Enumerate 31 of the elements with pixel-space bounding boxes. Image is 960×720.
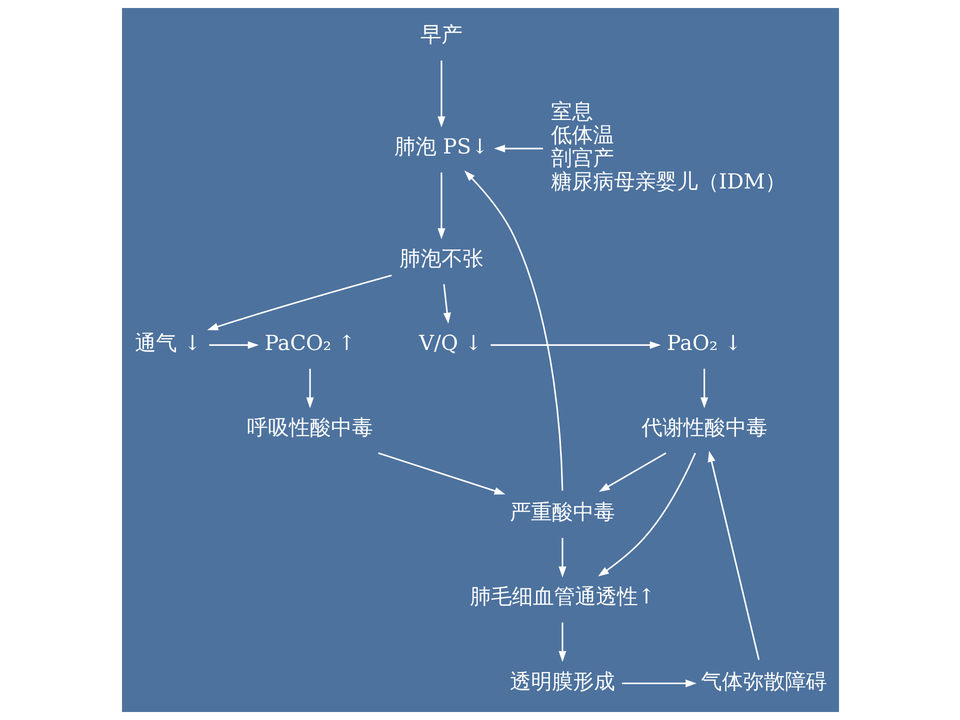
arrow: [208, 341, 258, 349]
arrow: [558, 622, 566, 662]
arrow: [707, 450, 760, 660]
node-text: 通气 ↓: [134, 330, 201, 355]
node-text: 室息 低体温 剖宫产 糖尿病母亲婴儿（IDM）: [550, 99, 786, 194]
node-text: 呼吸性酸中毒: [246, 416, 373, 440]
node-text: 气体弥散障碍: [700, 669, 827, 694]
arrow: [621, 680, 696, 688]
node-text: 严重酸中毒: [509, 500, 614, 524]
arrow: [558, 538, 566, 578]
node-text: 代谢性酸中毒: [640, 416, 767, 440]
arrow: [206, 274, 392, 330]
arrow: [598, 452, 666, 492]
node-text: 透明膜形成: [509, 669, 614, 694]
node-text: PaO₂ ↓: [666, 330, 742, 355]
arrow: [490, 341, 660, 349]
node-text: 肺毛细血管通透性↑: [469, 584, 655, 609]
node-text: V/Q ↓: [418, 330, 482, 355]
arrow: [437, 60, 445, 128]
arrow: [494, 144, 542, 152]
arrow: [464, 170, 563, 491]
arrow: [700, 368, 708, 408]
node-text: 肺泡不张: [398, 246, 483, 270]
arrow: [306, 368, 314, 408]
arrow: [437, 172, 445, 240]
node-text: PaCO₂ ↑: [264, 330, 355, 355]
node-text: 早产: [420, 22, 462, 47]
arrow: [442, 284, 450, 324]
arrow: [597, 452, 696, 576]
arrow: [378, 452, 505, 495]
node-text: 肺泡 PS↓: [394, 134, 488, 158]
